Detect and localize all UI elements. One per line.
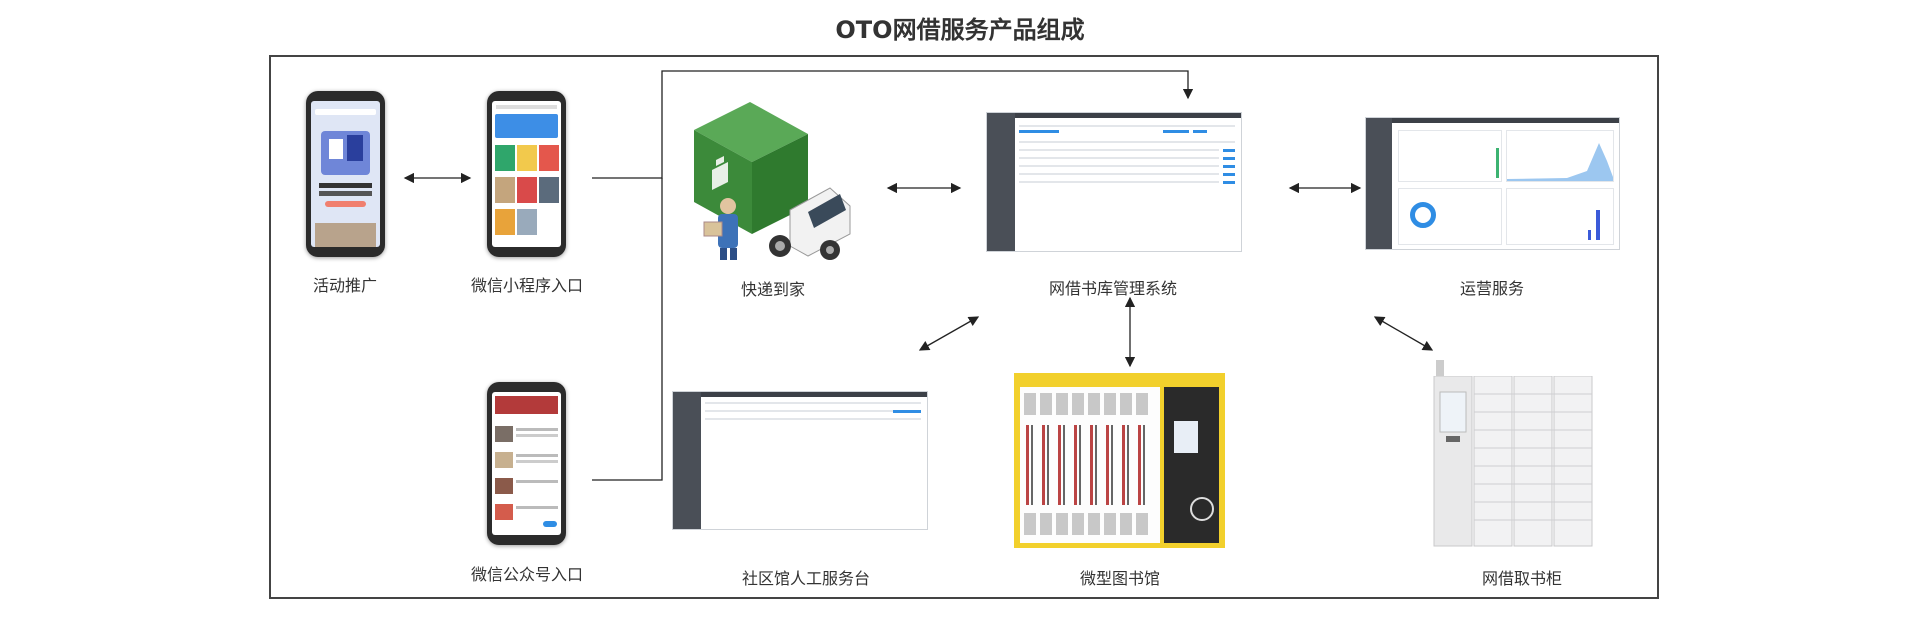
link-official-account-bus	[592, 178, 663, 481]
library-system-screenshot	[986, 112, 1242, 252]
label-miniprogram: 微信小程序入口	[470, 276, 584, 295]
label-library-system: 网借书库管理系统	[1048, 279, 1178, 298]
link-entries-system	[592, 70, 1194, 179]
activity-phone	[306, 91, 385, 257]
pickup-locker	[1432, 360, 1594, 550]
label-official-account: 微信公众号入口	[470, 565, 584, 584]
diagram-title: OTO网借服务产品组成	[835, 16, 1085, 44]
link-system-locker	[1373, 316, 1434, 351]
label-operations: 运营服务	[1459, 279, 1525, 298]
label-micro-library: 微型图书馆	[1079, 569, 1161, 588]
micro-library-kiosk	[1014, 373, 1225, 548]
label-delivery: 快递到家	[740, 280, 806, 299]
link-system-community	[918, 316, 980, 351]
diagram-frame	[269, 55, 1659, 599]
label-locker: 网借取书柜	[1481, 569, 1563, 588]
label-community-desk: 社区馆人工服务台	[741, 569, 871, 588]
official-account-phone	[487, 382, 566, 545]
community-desk-screenshot	[672, 391, 928, 530]
operations-dashboard-screenshot	[1365, 117, 1620, 250]
delivery-truck-illustration	[690, 100, 858, 265]
label-activity: 活动推广	[312, 276, 378, 295]
miniprogram-phone	[487, 91, 566, 257]
